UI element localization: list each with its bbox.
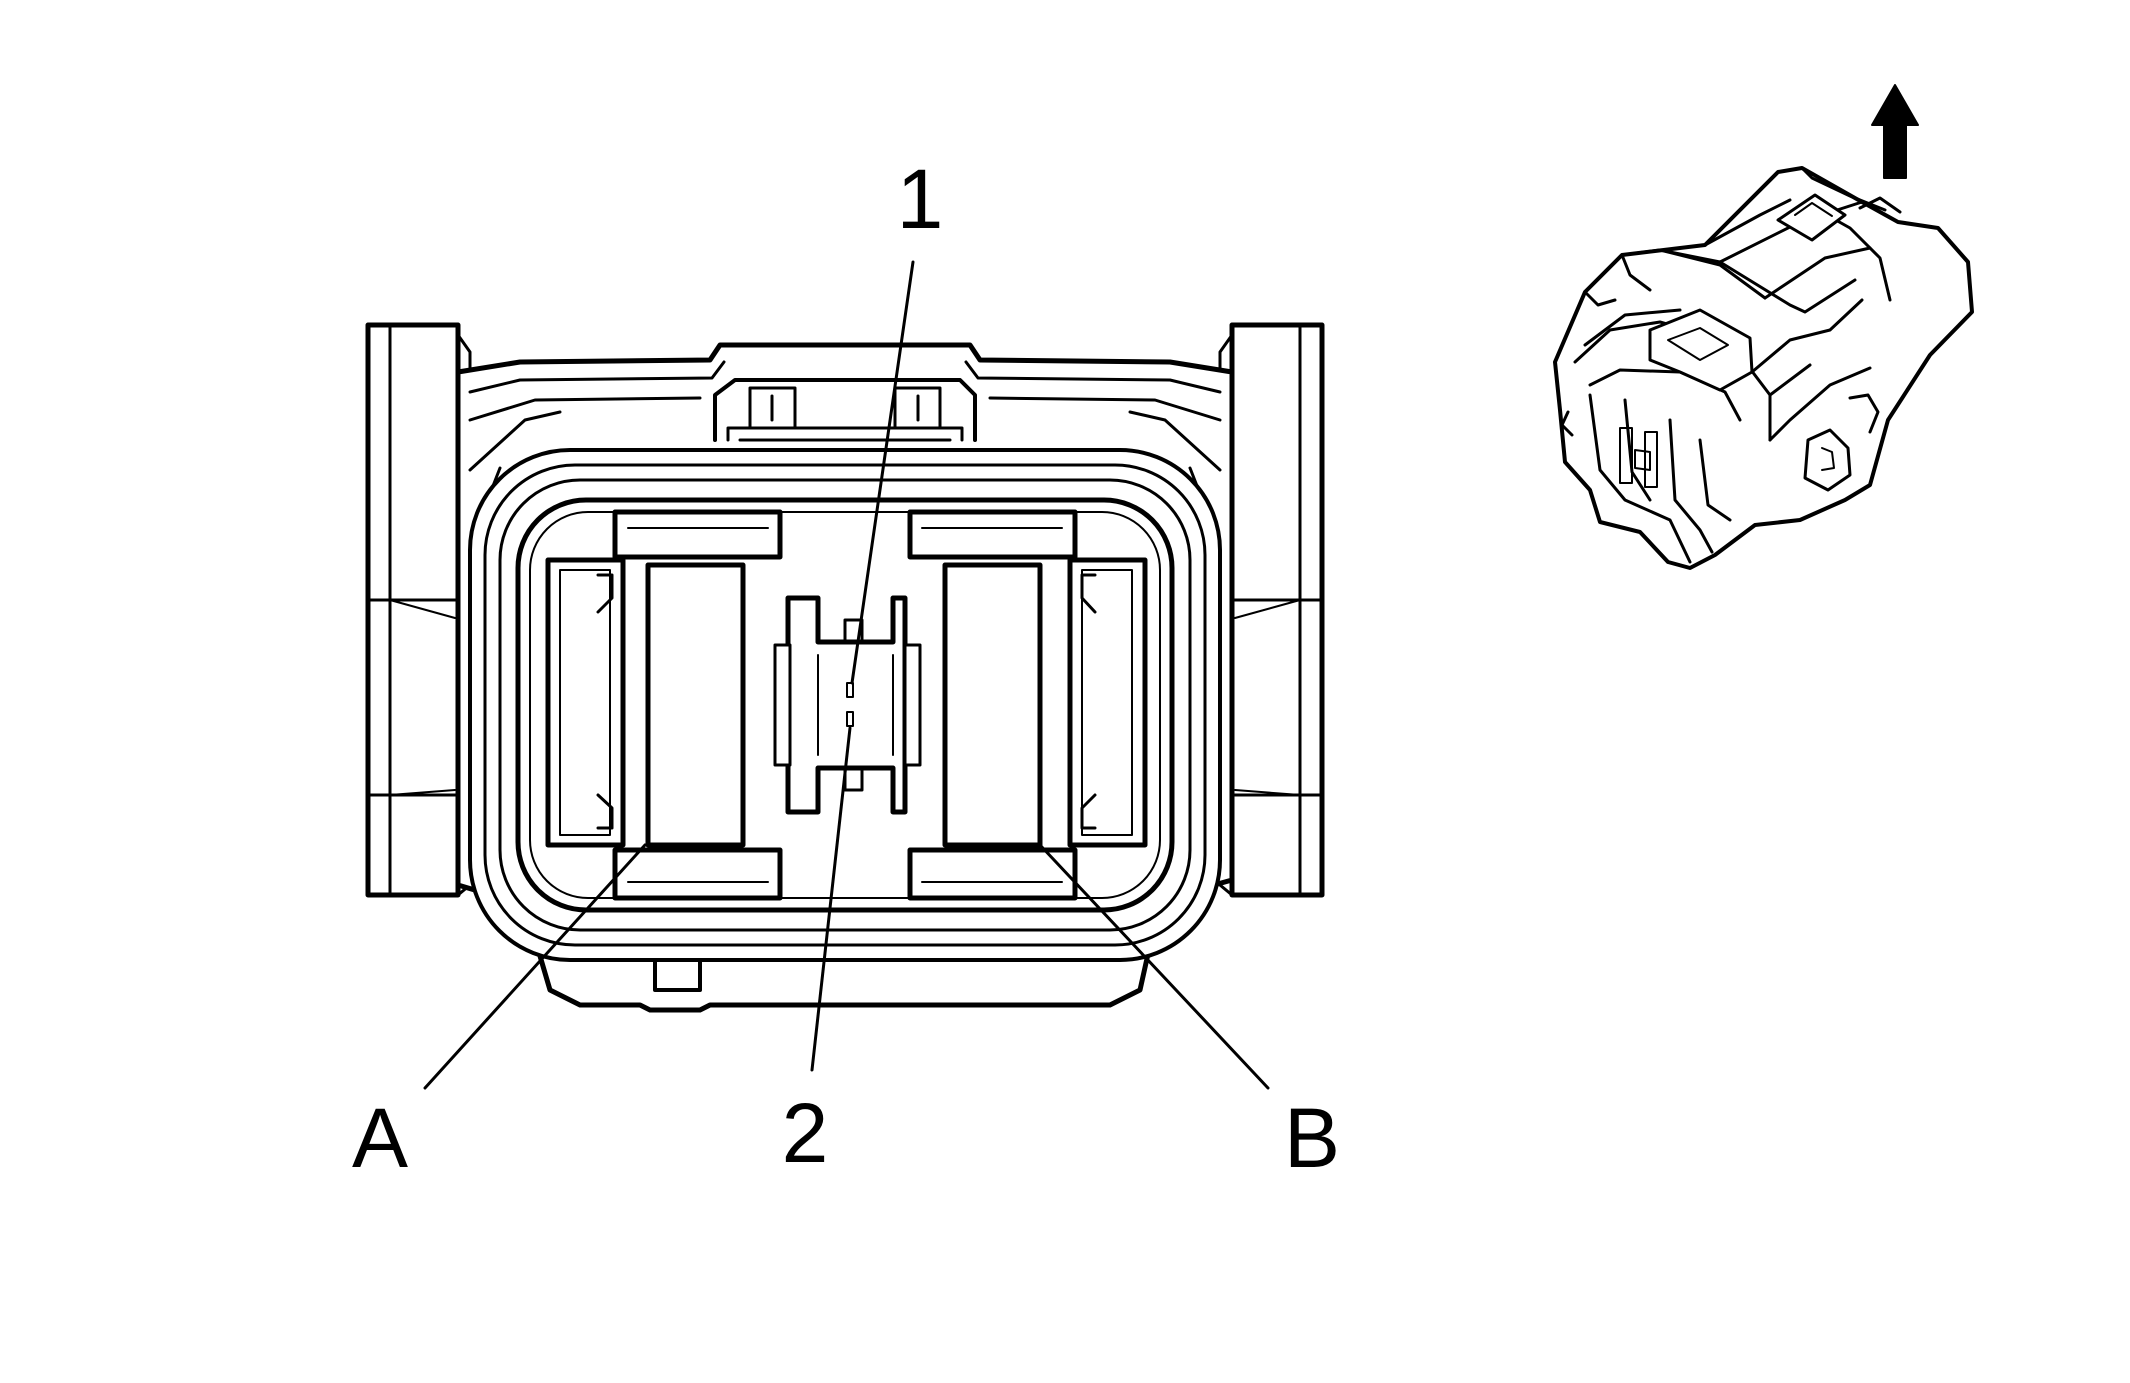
callout-label-2: 2 [782,1086,829,1180]
terminal-1 [846,682,854,698]
terminal-cavity-b [942,562,1043,848]
leader-line-a [423,843,647,1090]
arrow-up-icon [1871,84,1919,179]
terminal-2 [846,711,854,727]
isometric-housing [1553,166,1974,570]
left-mounting-flange [365,322,472,898]
terminal-cavity-a [645,562,746,848]
right-side-latch [1067,557,1148,848]
center-lock-clip [773,595,922,815]
left-side-latch [545,557,626,848]
connector-face-view [365,322,1325,1013]
callout-label-b: B [1284,1091,1340,1185]
right-mounting-flange [1218,322,1325,898]
top-right-retention-bar [907,509,1078,560]
callout-label-1: 1 [897,152,944,246]
cavity-opening [515,497,1175,913]
seal-ring-2 [483,463,1207,947]
leader-line-2 [810,726,852,1072]
callout-label-a: A [352,1091,408,1185]
seal-ring-3 [498,478,1192,932]
cavity-inner-wall [529,511,1161,899]
connector-isometric-view [1553,166,1974,570]
leader-line-b [1038,843,1270,1090]
leader-line-1 [850,260,915,685]
bottom-left-retention-bar [612,847,783,901]
top-left-retention-bar [612,509,783,560]
top-lock-tab [713,378,977,442]
bottom-right-retention-bar [907,847,1078,901]
leader-lines [423,260,1270,1090]
